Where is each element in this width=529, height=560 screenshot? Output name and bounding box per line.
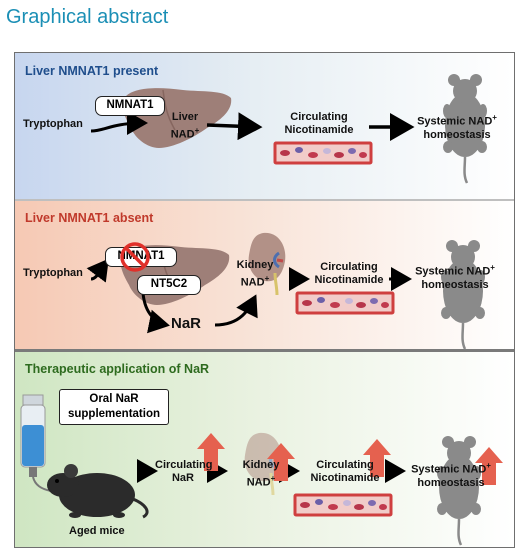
- kidney-nad-label: Kidney NAD+: [239, 459, 283, 490]
- flow-arrow: [141, 292, 170, 334]
- mouse-icon: [435, 434, 483, 547]
- supplementation-label: supplementation: [67, 408, 160, 420]
- nicotinamide-label: Nicotinamide: [284, 124, 354, 136]
- panel-nmnat1-present: Liver NMNAT1 present: [15, 53, 514, 199]
- diagram-graphics: [20, 72, 503, 547]
- nt5c2-box: NT5C2: [137, 275, 201, 295]
- panel-title-present: Liver NMNAT1 present: [25, 64, 159, 78]
- tryptophan-label: Tryptophan: [23, 267, 83, 279]
- blood-vessel-icon: [295, 291, 395, 315]
- systemic-nad-label: Systemic NAD+ homeostasis: [405, 261, 505, 292]
- divider: [15, 199, 514, 201]
- kidney-nad-label: Kidney NAD+: [233, 259, 277, 290]
- nmnat1-box: NMNAT1: [95, 96, 165, 116]
- systemic-label: Systemic NAD: [415, 265, 491, 278]
- panel-title-absent: Liver NMNAT1 absent: [25, 211, 154, 225]
- circulating-nicotinamide-label: Circulating Nicotinamide: [297, 261, 401, 287]
- liver-nad-label: Liver NAD+: [165, 111, 205, 142]
- circulating-label: Circulating: [316, 459, 374, 471]
- blood-vessel-icon: [273, 141, 373, 165]
- nad-label: NAD: [240, 276, 265, 289]
- no-symbol-icon: [120, 242, 150, 272]
- homeostasis-label: homeostasis: [423, 128, 491, 141]
- oral-nar-box: Oral NaR supplementation: [59, 389, 169, 425]
- divider: [15, 349, 514, 352]
- nad-label: NAD: [170, 128, 195, 141]
- circulating-label: Circulating: [320, 261, 378, 273]
- nad-superscript: +: [194, 126, 200, 135]
- kidney-label: Kidney: [242, 459, 280, 471]
- liver-label: Liver: [171, 111, 199, 123]
- flow-arrow: [214, 294, 258, 327]
- circulating-nar-label: Circulating NaR: [155, 459, 213, 485]
- aged-mice-label: Aged mice: [69, 525, 125, 537]
- mouse-icon: [439, 238, 487, 351]
- nad-superscript: +: [490, 263, 495, 272]
- nar-label: NaR: [171, 472, 194, 484]
- nad-superscript: +: [264, 274, 270, 283]
- water-bottle-icon: [20, 394, 52, 492]
- tryptophan-label: Tryptophan: [23, 118, 83, 130]
- nicotinamide-label: Nicotinamide: [314, 274, 384, 286]
- panel-title-therapeutic: Therapeutic application of NaR: [25, 362, 210, 376]
- systemic-nad-label: Systemic NAD+ homeostasis: [407, 111, 507, 142]
- flow-arrow: [206, 112, 263, 141]
- nad-superscript: +: [492, 113, 497, 122]
- aged-mouse-icon: [47, 464, 149, 519]
- nad-label: NAD: [246, 476, 271, 489]
- flow-arrow: [86, 258, 109, 283]
- kidney-label: Kidney: [236, 259, 274, 271]
- oral-nar-label: Oral NaR: [89, 393, 139, 405]
- circulating-nicotinamide-label: Circulating Nicotinamide: [295, 459, 395, 485]
- nad-superscript: +: [486, 461, 491, 470]
- nad-superscript: +: [270, 474, 276, 483]
- circulating-nicotinamide-label: Circulating Nicotinamide: [267, 111, 371, 137]
- systemic-label: Systemic NAD: [411, 463, 487, 476]
- systemic-label: Systemic NAD: [417, 115, 493, 128]
- systemic-nad-label: Systemic NAD+ homeostasis: [401, 459, 501, 490]
- abstract-frame: Liver NMNAT1 present Liver NMNAT1 absent…: [14, 52, 515, 548]
- homeostasis-label: homeostasis: [421, 278, 489, 291]
- homeostasis-label: homeostasis: [417, 476, 485, 489]
- circulating-label: Circulating: [290, 111, 348, 123]
- blood-vessel-icon: [293, 493, 393, 517]
- nar-label: NaR: [171, 315, 202, 332]
- graphical-abstract-title: Graphical abstract: [6, 6, 169, 28]
- flow-arrow: [90, 111, 148, 136]
- circulating-label: Circulating: [155, 459, 213, 471]
- nicotinamide-label: Nicotinamide: [310, 472, 380, 484]
